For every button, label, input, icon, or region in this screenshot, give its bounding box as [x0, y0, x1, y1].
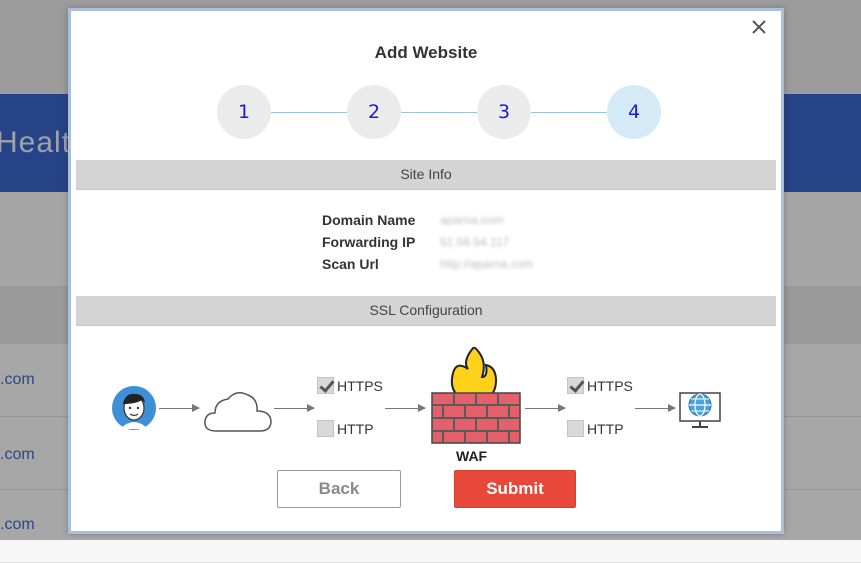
step-connector: [271, 112, 347, 113]
step-1: 1: [217, 85, 271, 139]
info-label: Scan Url: [322, 256, 379, 272]
right-https-option[interactable]: HTTPS: [567, 377, 633, 394]
globe-monitor-icon: [678, 387, 722, 434]
flow-arrow: [525, 404, 566, 412]
left-http-checkbox[interactable]: [317, 420, 334, 437]
flow-arrow: [635, 404, 676, 412]
right-http-option[interactable]: HTTP: [567, 420, 624, 437]
checkbox-label: HTTPS: [587, 377, 633, 394]
user-avatar-icon: [111, 385, 157, 436]
close-icon[interactable]: [749, 17, 769, 37]
background-row-link[interactable]: .com: [0, 446, 35, 463]
flow-arrow: [159, 404, 200, 412]
background-row-link[interactable]: .com: [0, 371, 35, 388]
step-connector: [401, 112, 477, 113]
flow-arrow: [274, 404, 315, 412]
back-button[interactable]: Back: [277, 470, 401, 508]
left-https-option[interactable]: HTTPS: [317, 377, 383, 394]
step-2: 2: [347, 85, 401, 139]
checkbox-label: HTTP: [587, 420, 624, 437]
info-label: Forwarding IP: [322, 234, 416, 250]
info-value: 51.56.54.117: [440, 235, 510, 249]
add-website-modal: Add Website 1 2 3 4 Site Info Domain Nam…: [68, 8, 784, 534]
info-row-scan-url: Scan Url http://aparna.com: [322, 253, 533, 275]
step-indicator: 1 2 3 4: [217, 85, 662, 141]
site-info-table: Domain Name aparna.com Forwarding IP 51.…: [322, 209, 533, 275]
left-https-checkbox[interactable]: [317, 377, 334, 394]
info-row-domain: Domain Name aparna.com: [322, 209, 533, 231]
site-info-header: Site Info: [76, 160, 776, 190]
background-row-link[interactable]: .com: [0, 516, 35, 533]
checkbox-label: HTTPS: [337, 377, 383, 394]
info-value: aparna.com: [440, 213, 504, 227]
modal-title: Add Website: [374, 43, 478, 62]
step-4: 4: [607, 85, 661, 139]
ssl-flow-diagram: HTTPS HTTP WAF: [71, 345, 781, 477]
right-http-checkbox[interactable]: [567, 420, 584, 437]
flow-arrow: [385, 404, 426, 412]
step-3: 3: [477, 85, 531, 139]
step-connector: [531, 112, 607, 113]
left-http-option[interactable]: HTTP: [317, 420, 374, 437]
background-banner-title: Healtl: [0, 126, 79, 159]
info-row-forwarding-ip: Forwarding IP 51.56.54.117: [322, 231, 533, 253]
ssl-config-header: SSL Configuration: [76, 296, 776, 326]
checkbox-label: HTTP: [337, 420, 374, 437]
info-value: http://aparna.com: [440, 257, 534, 271]
info-label: Domain Name: [322, 212, 416, 228]
firewall-icon: [430, 345, 522, 450]
submit-button[interactable]: Submit: [454, 470, 576, 508]
cloud-icon: [202, 387, 274, 440]
right-https-checkbox[interactable]: [567, 377, 584, 394]
waf-label: WAF: [456, 448, 488, 464]
